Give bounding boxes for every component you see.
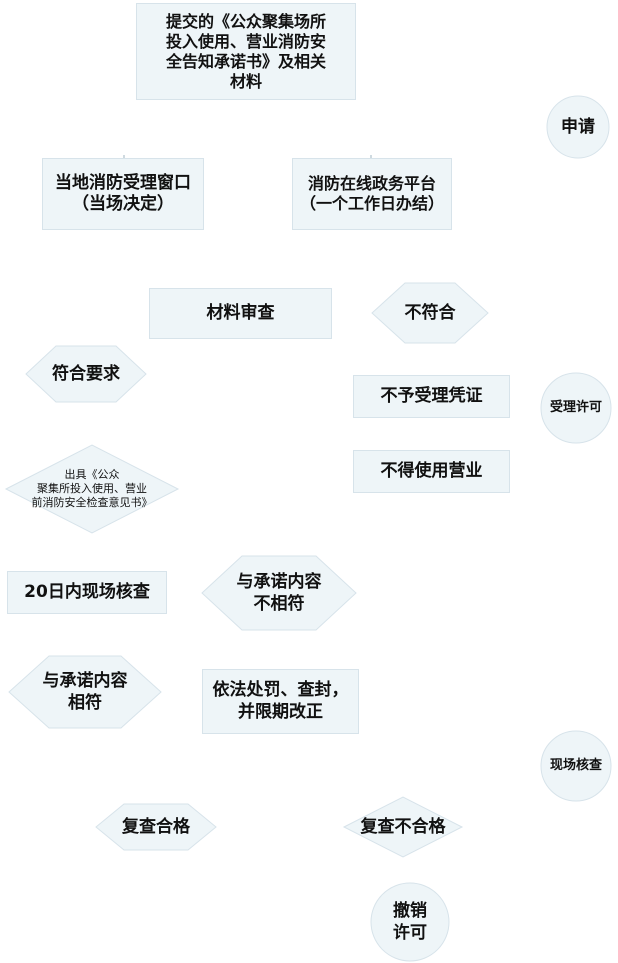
penalty-label: 依法处罚、查封， 并限期改正 <box>212 680 349 722</box>
stage-apply-shape <box>546 95 610 159</box>
stage-accept-shape <box>540 372 612 444</box>
issue-opinion-label: 出具《公众 聚集所投入使用、营业 前消防安全检查意见书》 <box>31 467 153 510</box>
comply-diamond: 符合要求 <box>24 345 148 403</box>
revoke-shape <box>370 882 450 962</box>
stage-inspect-circle: 现场核查 <box>540 730 612 802</box>
recheck-pass-label: 复查合格 <box>122 816 190 837</box>
match-diamond: 与承诺内容 相符 <box>7 655 163 729</box>
comply-shape <box>25 345 147 403</box>
not-comply-diamond: 不符合 <box>370 282 490 344</box>
stage-apply-label: 申请 <box>561 116 595 137</box>
stage-inspect-label: 现场核查 <box>549 757 602 773</box>
material-review-label: 材料审查 <box>206 302 275 323</box>
revoke-circle: 撤销 许可 <box>370 882 450 962</box>
issue-opinion-shape <box>4 444 180 534</box>
submit-materials-label: 提交的《公众聚集场所 投入使用、营业消防安 全告知承诺书》及相关 材料 <box>165 11 326 91</box>
recheck-fail-diamond: 复查不合格 <box>342 796 464 858</box>
no-voucher-label: 不予受理凭证 <box>380 385 483 406</box>
stage-accept-circle: 受理许可 <box>540 372 612 444</box>
recheck-fail-label: 复查不合格 <box>360 816 446 837</box>
no-business-box: 不得使用营业 <box>353 450 510 493</box>
onsite-check-label: 20日内现场核查 <box>24 581 150 602</box>
issue-opinion-diamond: 出具《公众 聚集所投入使用、营业 前消防安全检查意见书》 <box>4 444 180 534</box>
not-comply-shape <box>371 282 489 344</box>
online-platform-label: 消防在线政务平台 （一个工作日办结） <box>299 174 444 213</box>
comply-label: 符合要求 <box>52 363 120 384</box>
mismatch-diamond: 与承诺内容 不相符 <box>200 555 358 631</box>
material-review-box: 材料审查 <box>149 288 332 339</box>
not-comply-label: 不符合 <box>404 302 456 323</box>
local-window-box: 当地消防受理窗口 （当场决定） <box>42 158 204 230</box>
recheck-pass-diamond: 复查合格 <box>94 803 218 851</box>
mismatch-shape <box>201 555 357 631</box>
stage-apply-circle: 申请 <box>546 95 610 159</box>
online-platform-box: 消防在线政务平台 （一个工作日办结） <box>292 158 452 230</box>
onsite-check-box: 20日内现场核查 <box>7 571 167 614</box>
submit-materials-box: 提交的《公众聚集场所 投入使用、营业消防安 全告知承诺书》及相关 材料 <box>136 3 356 100</box>
recheck-pass-shape <box>95 803 217 851</box>
match-label: 与承诺内容 相符 <box>42 670 128 713</box>
stage-accept-label: 受理许可 <box>549 399 602 415</box>
penalty-box: 依法处罚、查封， 并限期改正 <box>202 669 359 734</box>
recheck-fail-shape <box>342 796 464 858</box>
local-window-label: 当地消防受理窗口 （当场决定） <box>55 172 191 214</box>
no-business-label: 不得使用营业 <box>380 460 483 481</box>
no-voucher-box: 不予受理凭证 <box>353 375 510 418</box>
mismatch-label: 与承诺内容 不相符 <box>236 571 322 614</box>
stage-inspect-shape <box>540 730 612 802</box>
match-shape <box>8 655 162 729</box>
revoke-label: 撤销 许可 <box>393 900 427 943</box>
